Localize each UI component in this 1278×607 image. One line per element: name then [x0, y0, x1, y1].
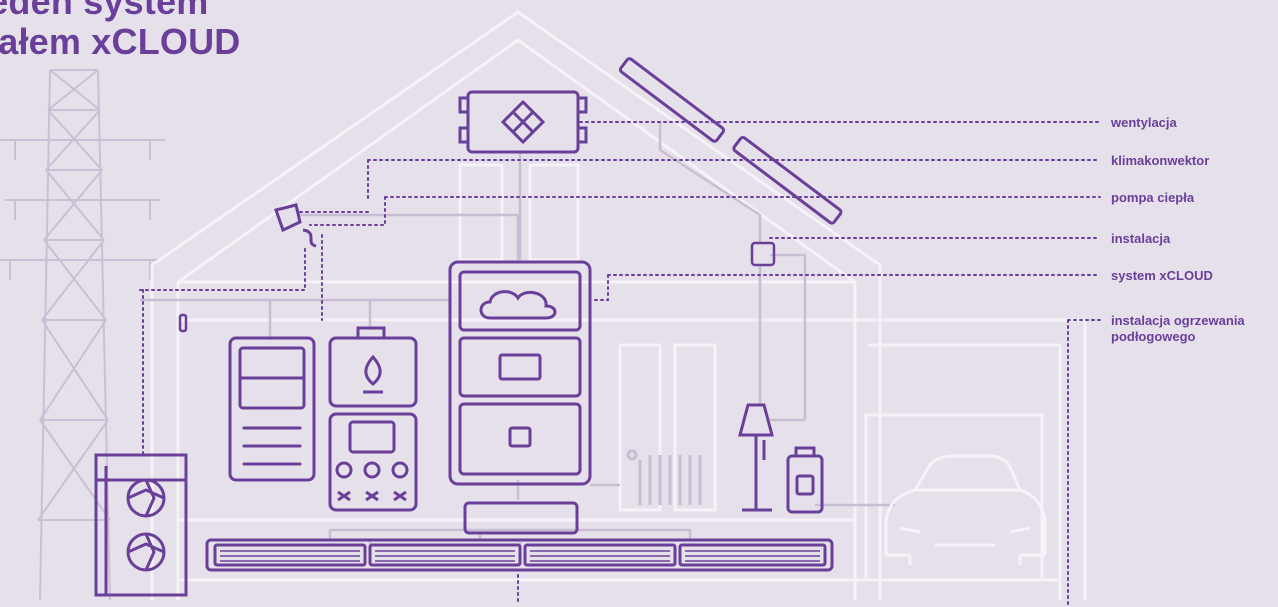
house-outline: [152, 12, 1085, 600]
label-ventilation: wentylacja: [1111, 115, 1177, 131]
boiler-icon: [330, 328, 416, 510]
meter-cabinet-icon: [230, 338, 314, 480]
home-battery-icon: [788, 448, 822, 512]
label-fan-coil: klimakonwektor: [1111, 153, 1209, 169]
solar-panels-icon: [619, 58, 842, 225]
buffer-tank-icon: [465, 503, 577, 533]
ventilation-unit-icon: [460, 92, 586, 152]
label-xcloud-system: system xCLOUD: [1111, 268, 1213, 284]
underfloor-heating-icon: [207, 540, 832, 570]
radiator-icon: [628, 451, 700, 505]
label-heat-pump: pompa ciepła: [1111, 190, 1194, 206]
power-pylon-icon: [0, 70, 165, 600]
electric-car-icon: [886, 456, 1045, 565]
label-installation: instalacja: [1111, 231, 1170, 247]
wall-switch-icon: [180, 315, 186, 331]
xcloud-hub-icon: [450, 262, 590, 484]
floor-lamp-icon: [740, 405, 772, 510]
label-floor-heating: instalacja ogrzewania podłogowego: [1111, 313, 1276, 345]
